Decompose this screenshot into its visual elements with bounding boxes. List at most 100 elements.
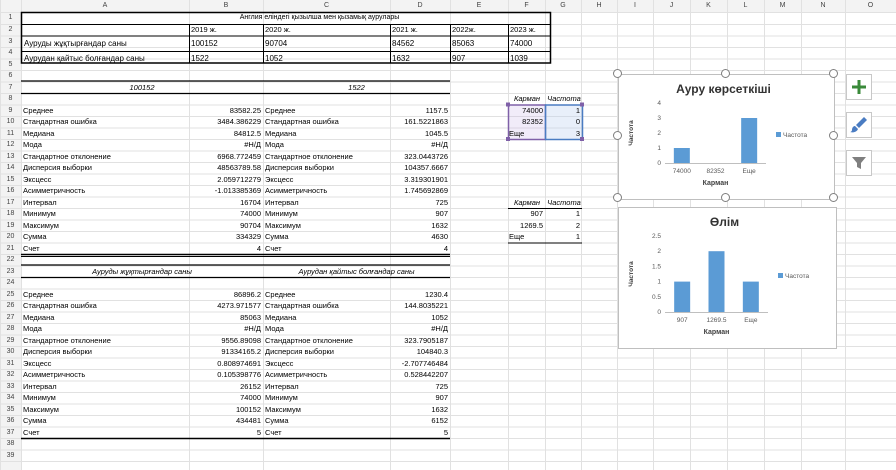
freq-bin[interactable]: 82352 [522,117,543,126]
row-header-24[interactable]: 24 [6,279,15,286]
freq-bin[interactable]: Еще [509,232,525,241]
column-header-f[interactable]: F [524,2,529,9]
freq-count[interactable]: 1 [575,232,580,241]
row-header-22[interactable]: 22 [6,256,15,263]
selected-range-bins[interactable] [507,104,547,141]
row-header-16[interactable]: 16 [6,187,15,194]
resize-handle[interactable] [829,131,838,140]
freq-bin[interactable]: 74000 [522,105,543,115]
row-header-38[interactable]: 38 [6,440,15,447]
resize-handle[interactable] [721,69,730,78]
row-header-7[interactable]: 7 [8,83,13,91]
freq-bin[interactable]: 907 [530,209,543,218]
row-header-1[interactable]: 1 [8,14,13,21]
column-header-l[interactable]: L [743,2,748,9]
row-header-33[interactable]: 33 [6,382,15,390]
row-header-32[interactable]: 32 [6,371,15,378]
legend-label[interactable]: Частота [785,273,809,280]
column-header-b[interactable]: B [223,2,229,9]
row-header-2[interactable]: 2 [8,26,13,33]
freq-count[interactable]: 0 [575,117,580,126]
row-header-3[interactable]: 3 [8,37,13,45]
resize-handle[interactable] [829,193,838,202]
column-header-n[interactable]: N [820,2,826,9]
freq-count[interactable]: 3 [575,128,580,138]
freq-count[interactable]: 1 [575,209,580,218]
row-header-18[interactable]: 18 [6,210,15,217]
row-header-31[interactable]: 31 [6,359,15,367]
row-header-25[interactable]: 25 [6,290,15,298]
range-handle[interactable] [580,137,584,141]
column-header-m[interactable]: M [779,2,786,9]
column-header-c[interactable]: C [323,2,330,9]
row-header-29[interactable]: 29 [6,336,15,344]
row-header-36[interactable]: 36 [6,417,15,424]
chart-elements-button[interactable] [846,74,872,100]
row-header-17[interactable]: 17 [6,198,15,206]
freq-count[interactable]: 2 [575,220,580,230]
resize-handle[interactable] [829,69,838,78]
resize-handle[interactable] [721,193,730,202]
stat-right-value: 323.7905187 [404,335,448,345]
selected-range-counts[interactable] [544,104,584,141]
row-header-13[interactable]: 13 [6,152,15,160]
bar[interactable] [741,118,758,163]
column-header-d[interactable]: D [417,2,423,9]
column-header-e[interactable]: E [476,2,482,9]
row-header-14[interactable]: 14 [6,164,15,171]
column-header-h[interactable]: H [596,2,602,9]
row-header-20[interactable]: 20 [6,233,15,240]
row-header-30[interactable]: 30 [6,348,15,355]
chart-styles-button[interactable] [846,112,872,138]
row-header-12[interactable]: 12 [6,141,15,148]
row-header-35[interactable]: 35 [6,405,15,413]
bar[interactable] [673,148,690,163]
column-header-j[interactable]: J [669,2,674,9]
row-header-23[interactable]: 23 [6,267,15,275]
row-header-37[interactable]: 37 [6,428,15,436]
chart-title[interactable]: Өлiм [710,215,739,229]
row-header-39[interactable]: 39 [6,451,15,459]
range-handle[interactable] [506,137,510,141]
freq-bin[interactable]: Еще [509,128,525,138]
bar[interactable] [674,281,691,312]
freq-count[interactable]: 1 [575,105,580,115]
row-header-26[interactable]: 26 [6,302,15,309]
row-header-19[interactable]: 19 [6,221,15,229]
bar[interactable] [708,251,725,312]
resize-handle[interactable] [613,69,622,78]
stat-label: Эксцесс [265,174,294,184]
row-header-27[interactable]: 27 [6,313,15,321]
range-handle[interactable] [506,102,510,107]
row-header-15[interactable]: 15 [6,175,15,183]
row-header-5[interactable]: 5 [8,60,13,68]
row-header-21[interactable]: 21 [6,244,15,252]
freq-bin[interactable]: 1269.5 [520,220,543,230]
bar[interactable] [742,281,759,312]
column-header-i[interactable]: I [634,2,636,9]
chart-title[interactable]: Ауру көрсеткiшi [676,82,771,96]
row-header-4[interactable]: 4 [8,49,13,56]
row-header-6[interactable]: 6 [8,72,13,79]
row-header-10[interactable]: 10 [6,118,15,125]
resize-handle[interactable] [613,193,622,202]
legend-swatch [778,273,783,278]
range-handle[interactable] [580,102,584,107]
row-header-9[interactable]: 9 [8,106,13,114]
column-header-k[interactable]: K [706,2,711,9]
column-header-a[interactable]: A [102,2,108,9]
column-header-g[interactable]: G [560,2,566,9]
chart-filters-button[interactable] [846,150,872,176]
column-header-o[interactable]: O [867,2,874,9]
resize-handle[interactable] [613,131,622,140]
legend-label[interactable]: Частота [783,132,807,139]
row-header-11[interactable]: 11 [6,129,15,137]
row-header-28[interactable]: 28 [6,325,15,332]
stat-label: Минимум [265,393,298,402]
row-header-34[interactable]: 34 [6,394,15,401]
row-header-8[interactable]: 8 [8,95,13,102]
